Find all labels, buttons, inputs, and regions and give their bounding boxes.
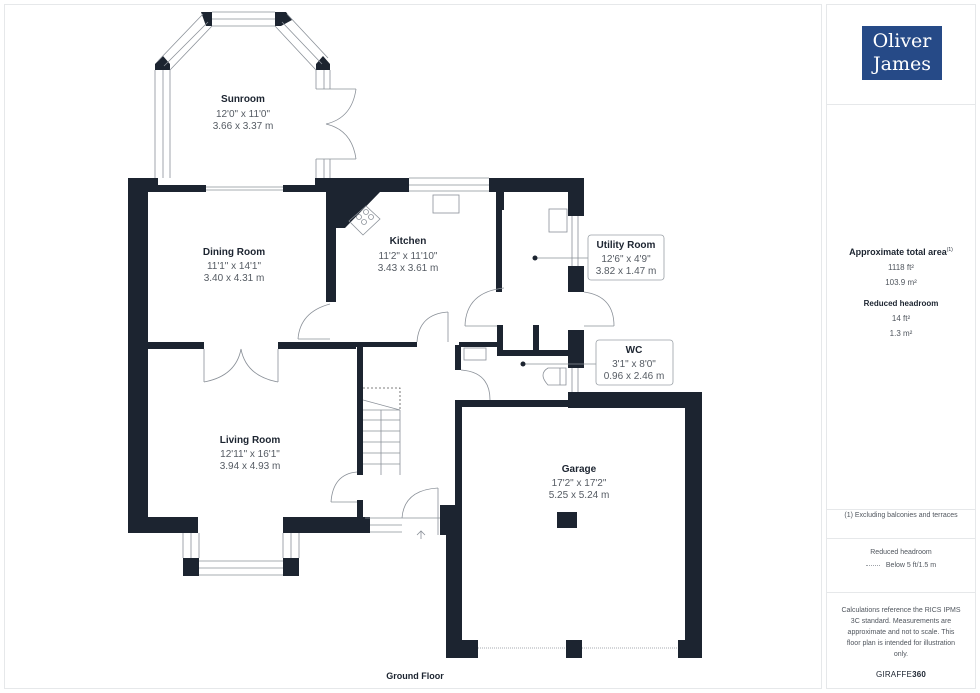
room-dim-metric-utility: 3.82 x 1.47 m	[596, 266, 657, 277]
room-dim-metric-wc: 0.96 x 2.46 m	[604, 371, 665, 382]
room-name-wc: WC	[626, 345, 643, 356]
room-dim-imperial-sunroom: 12'0" x 11'0"	[216, 109, 271, 120]
reduced-headroom-sqm: 1.3 m²	[889, 329, 913, 338]
room-dim-imperial-dining: 11'1" x 14'1"	[207, 261, 262, 272]
oliver-james-logo: Oliver James	[862, 26, 942, 80]
floor-plan-frame	[4, 4, 822, 689]
room-dim-imperial-garage: 17'2" x 17'2"	[552, 478, 607, 489]
legend-item: Below 5 ft/1.5 m	[827, 562, 975, 569]
room-name-dining: Dining Room	[203, 247, 265, 258]
room-name-kitchen: Kitchen	[390, 236, 427, 247]
info-panel: Oliver James Approximate total area(1) 1…	[826, 4, 976, 689]
disclaimer-text: Calculations reference the RICS IPMS 3C …	[841, 607, 961, 658]
reduced-headroom-sqft: 14 ft²	[891, 314, 911, 323]
legend-section: Reduced headroom Below 5 ft/1.5 m	[827, 539, 975, 593]
area-section: Approximate total area(1) 1118 ft² 103.9…	[827, 105, 975, 510]
room-dim-imperial-utility: 12'6" x 4'9"	[601, 254, 651, 265]
dotted-line-icon	[865, 564, 880, 566]
giraffe360-brand: GIRAFFE360	[875, 670, 927, 679]
room-dim-imperial-wc: 3'1" x 8'0"	[612, 359, 656, 370]
room-name-utility: Utility Room	[597, 240, 656, 251]
floor-plan: Sunroom 12'0" x 11'0" 3.66 x 3.37 m Dini…	[128, 11, 702, 658]
room-dim-metric-kitchen: 3.43 x 3.61 m	[378, 263, 439, 274]
reduced-headroom-title: Reduced headroom	[863, 299, 939, 308]
disclaimer-section: Calculations reference the RICS IPMS 3C …	[827, 593, 975, 690]
logo-section: Oliver James	[827, 5, 975, 105]
room-dim-imperial-living: 12'11" x 16'1"	[220, 449, 280, 460]
footnote-section: (1) Excluding balconies and terraces	[827, 510, 975, 539]
floor-label: Ground Floor	[386, 671, 444, 681]
logo-line-1: Oliver	[872, 30, 932, 52]
room-name-sunroom: Sunroom	[221, 94, 265, 105]
room-dim-metric-dining: 3.40 x 4.31 m	[204, 273, 265, 284]
room-dim-imperial-kitchen: 11'2" x 11'10"	[379, 251, 438, 262]
total-area-sqft: 1118 ft²	[888, 263, 914, 272]
legend-title: Reduced headroom	[870, 549, 932, 556]
area-title: Approximate total area(1)	[849, 247, 953, 257]
room-name-garage: Garage	[562, 464, 597, 475]
room-dim-metric-living: 3.94 x 4.93 m	[220, 461, 281, 472]
logo-line-2: James	[873, 53, 931, 75]
footnote-text: (1) Excluding balconies and terraces	[844, 512, 958, 519]
room-dim-metric-garage: 5.25 x 5.24 m	[549, 490, 610, 501]
room-dim-metric-sunroom: 3.66 x 3.37 m	[213, 121, 274, 132]
room-name-living: Living Room	[220, 435, 281, 446]
total-area-sqm: 103.9 m²	[885, 278, 917, 287]
